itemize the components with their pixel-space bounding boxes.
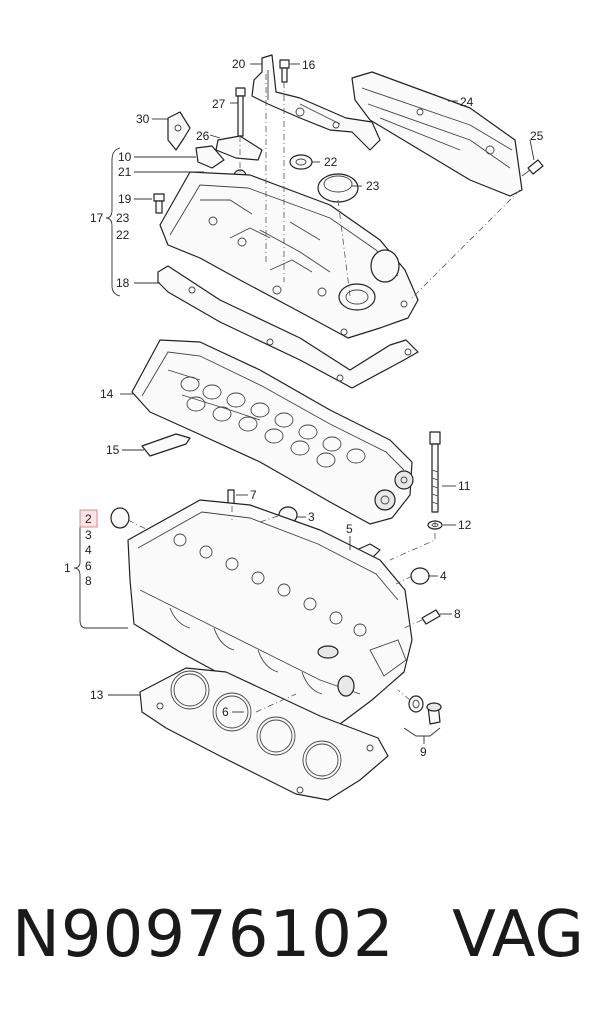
callout-25[interactable]: 25: [530, 129, 544, 143]
locking-pin-15-part[interactable]: [141, 433, 191, 457]
oil-seal-22-part[interactable]: [289, 154, 313, 170]
footer: N90976102 VAG: [0, 895, 600, 985]
cover-gasket-18-part[interactable]: [157, 265, 419, 389]
head-bolt-11-part[interactable]: [429, 431, 441, 513]
oil-filler-cap-23-part[interactable]: [317, 173, 359, 203]
callout-21[interactable]: 21: [118, 165, 132, 179]
callout-20[interactable]: 20: [232, 57, 246, 71]
sealing-plug-2-part[interactable]: [110, 507, 130, 529]
callout-11[interactable]: 11: [458, 479, 471, 493]
callout-6-left[interactable]: 6: [85, 559, 92, 573]
part-number: N90976102: [12, 898, 395, 972]
callout-23-left[interactable]: 23: [116, 211, 130, 225]
callout-labels: 20 16 27 24 30 26 25 10 22 21 23 19 17 2…: [64, 57, 544, 759]
stud-8-part[interactable]: [421, 609, 441, 625]
callout-24[interactable]: 24: [460, 95, 474, 109]
callout-15[interactable]: 15: [106, 443, 120, 457]
callout-8-left[interactable]: 8: [85, 574, 92, 588]
heat-shield-part[interactable]: [351, 71, 523, 197]
callout-16[interactable]: 16: [302, 58, 316, 72]
callout-3-right[interactable]: 3: [308, 510, 315, 524]
callout-30[interactable]: 30: [136, 112, 150, 126]
cylinder-head-cover-part[interactable]: [159, 171, 419, 339]
callout-19[interactable]: 19: [118, 192, 132, 206]
head-gasket-13-part[interactable]: [139, 667, 389, 801]
cylinder-head-part[interactable]: [127, 499, 413, 725]
callout-14[interactable]: 14: [100, 387, 114, 401]
sealing-plug-4-part[interactable]: [410, 567, 430, 585]
brand-name: VAG: [452, 898, 584, 972]
callout-17[interactable]: 17: [90, 211, 104, 225]
callout-27[interactable]: 27: [212, 97, 226, 111]
callout-22-top[interactable]: 22: [324, 155, 338, 169]
callout-10[interactable]: 10: [118, 150, 132, 164]
camshaft-housing-part[interactable]: [131, 339, 414, 525]
callout-22-left[interactable]: 22: [116, 228, 130, 242]
callout-4-left[interactable]: 4: [85, 543, 92, 557]
screw-plug-9-part[interactable]: [408, 695, 442, 725]
callout-2-highlight: [79, 509, 98, 528]
callout-leader-lines: [73, 63, 535, 744]
cover-bracket-part[interactable]: [251, 54, 381, 151]
callout-12[interactable]: 12: [458, 518, 472, 532]
callout-8-right[interactable]: 8: [454, 607, 461, 621]
assembly-guide-lines: [127, 74, 521, 713]
callout-18[interactable]: 18: [116, 276, 130, 290]
exploded-parts-diagram: 20 16 27 24 30 26 25 10 22 21 23 19 17 2…: [64, 54, 544, 801]
callout-9[interactable]: 9: [420, 745, 427, 759]
callout-4-right[interactable]: 4: [440, 569, 447, 583]
callout-7[interactable]: 7: [250, 488, 257, 502]
clamp-26-part[interactable]: [215, 135, 263, 161]
bolt-27-part[interactable]: [235, 87, 246, 137]
callout-26[interactable]: 26: [196, 129, 210, 143]
bolt-16-part[interactable]: [279, 59, 290, 83]
callout-13[interactable]: 13: [90, 688, 104, 702]
sensor-bracket-30-part[interactable]: [167, 111, 191, 151]
callout-6-right[interactable]: 6: [222, 705, 229, 719]
callout-3-left[interactable]: 3: [85, 528, 92, 542]
bolt-25-part[interactable]: [521, 159, 544, 177]
callout-23-top[interactable]: 23: [366, 179, 380, 193]
callout-5[interactable]: 5: [346, 522, 353, 536]
callout-1[interactable]: 1: [64, 561, 71, 575]
bolt-19-part[interactable]: [153, 193, 165, 214]
callout-2[interactable]: 2: [85, 512, 92, 526]
